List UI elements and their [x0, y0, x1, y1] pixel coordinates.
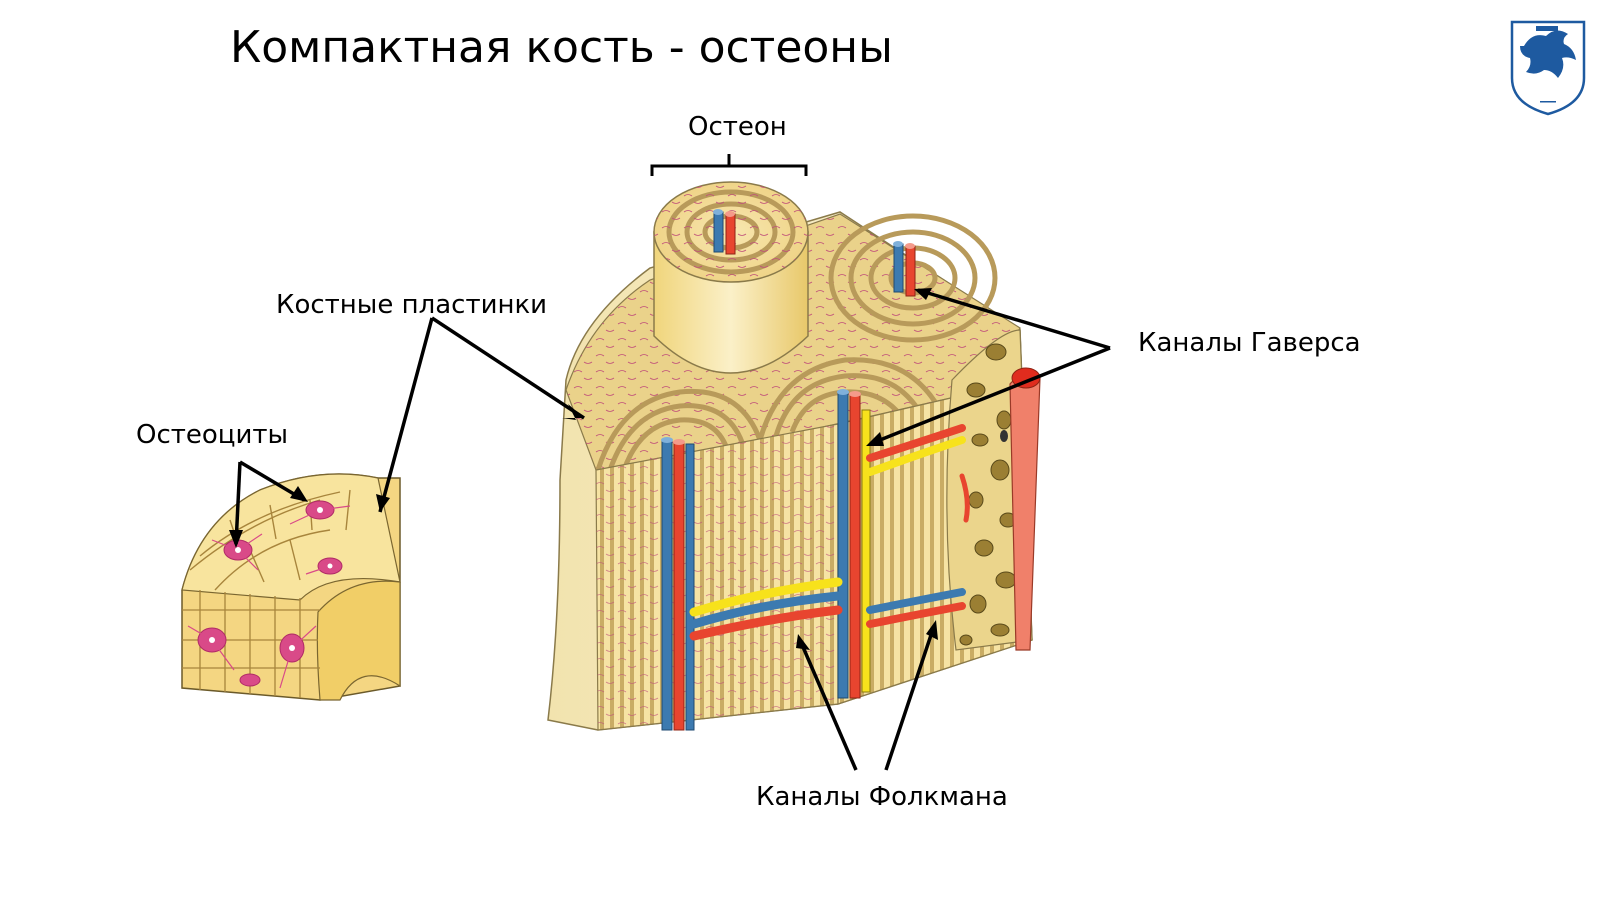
haversian-vessels-left — [661, 437, 695, 731]
osteocytes-label: Остеоциты — [136, 420, 289, 450]
volkmann-vessels — [689, 424, 970, 641]
haversian-canals-label: Каналы Гаверса — [1138, 328, 1361, 358]
compact-bone-block — [547, 181, 1041, 731]
lamellae-label: Костные пластинки — [276, 290, 548, 320]
arrowheads — [229, 288, 938, 650]
slide-title: Компактная кость - остеоны — [230, 22, 893, 73]
osteon-bracket — [650, 154, 808, 176]
osteocyte-block — [181, 473, 401, 701]
haversian-vessels-center — [837, 389, 871, 699]
volkmann-canals-label: Каналы Фолкмана — [756, 782, 1008, 812]
university-shield-icon — [1510, 20, 1586, 116]
pointer-lines — [234, 288, 1111, 771]
osteon-label: Остеон — [688, 112, 787, 142]
